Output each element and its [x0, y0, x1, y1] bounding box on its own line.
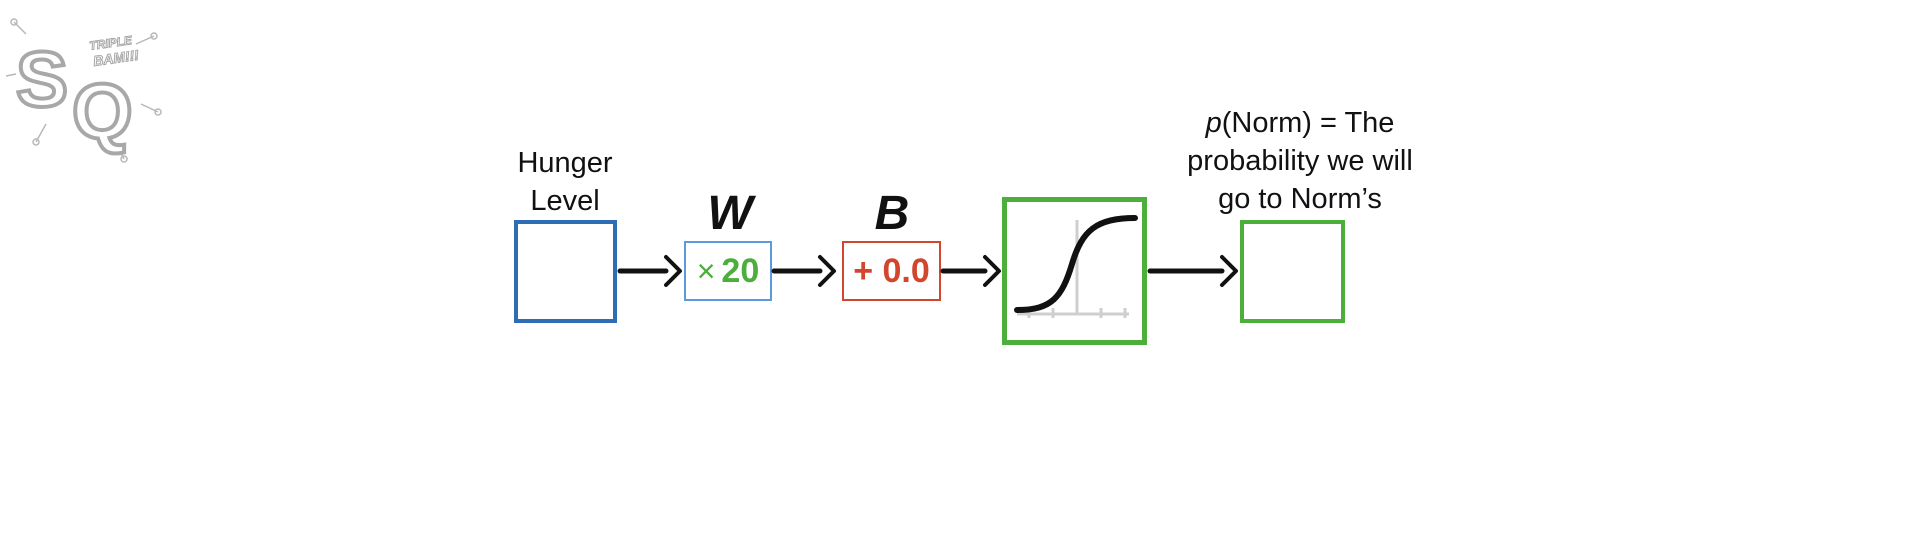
svg-text:TRIPLE: TRIPLE: [88, 33, 133, 53]
output-label-line2: probability we will: [1187, 145, 1413, 177]
bias-box: + 0.0: [842, 241, 941, 301]
output-label: p(Norm) = The probability we will go to …: [1150, 104, 1450, 218]
svg-text:Q: Q: [72, 67, 133, 155]
weight-box: × 20: [684, 241, 772, 301]
arrow-right-icon: [771, 255, 836, 287]
bias-value: + 0.0: [853, 251, 930, 290]
input-label-line2: Level: [530, 185, 600, 217]
input-label: Hunger Level: [500, 144, 630, 220]
arrow-right-icon: [940, 255, 1001, 287]
output-label-line1: p(Norm) = The: [1150, 104, 1450, 142]
statquest-logo-icon: S Q TRIPLE BAM!!!: [5, 18, 162, 163]
multiply-symbol: ×: [696, 252, 716, 289]
arrow-right-icon: [1147, 255, 1238, 287]
sigmoid-node: [1002, 197, 1147, 345]
weight-value: 20: [721, 251, 760, 290]
arrow-right-icon: [617, 255, 682, 287]
sigmoid-curve-icon: [1014, 215, 1138, 318]
output-node: [1240, 220, 1345, 323]
bias-title: B: [874, 187, 910, 240]
input-node: [514, 220, 617, 323]
svg-text:BAM!!!: BAM!!!: [92, 47, 140, 69]
weight-title: W: [707, 187, 753, 240]
svg-text:S: S: [16, 35, 68, 123]
output-label-line3: go to Norm’s: [1218, 183, 1382, 215]
output-label-rest: (Norm) = The: [1221, 107, 1395, 139]
statquest-logo: S Q TRIPLE BAM!!!: [5, 14, 166, 169]
output-label-italic: p: [1205, 107, 1222, 139]
input-label-line1: Hunger: [517, 147, 613, 179]
